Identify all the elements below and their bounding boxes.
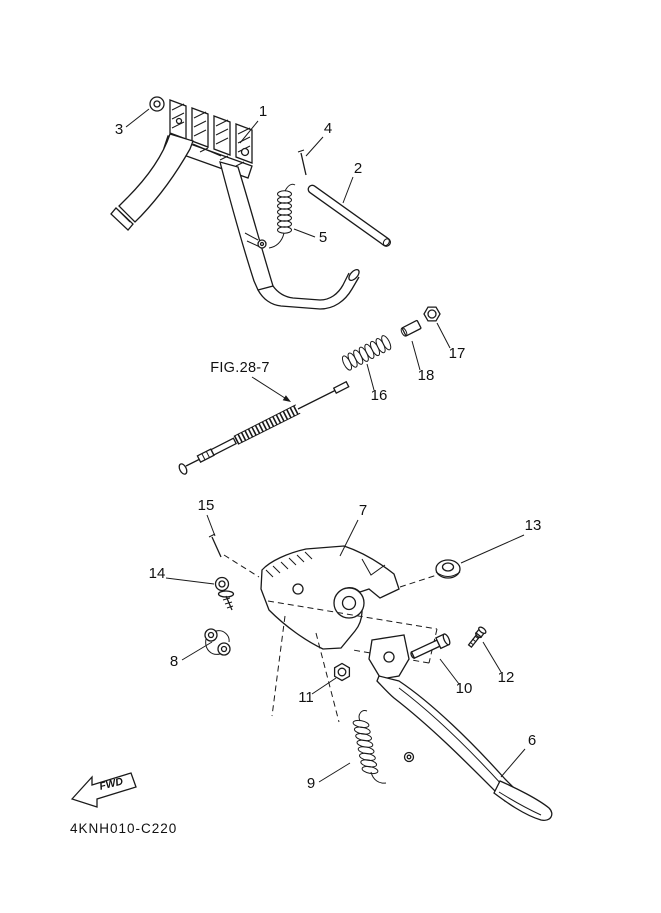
washer-part3 xyxy=(149,96,165,112)
part-label-14: 14 xyxy=(149,565,166,582)
projection-lines xyxy=(223,554,438,723)
side-stand-spring-part9 xyxy=(352,710,387,784)
cable-spring-part16 xyxy=(341,335,392,371)
part-label-12: 12 xyxy=(498,669,515,686)
part-label-4: 4 xyxy=(324,120,332,137)
screw-part12 xyxy=(467,626,487,649)
cable-coil-section xyxy=(233,404,301,445)
part-label-16: 16 xyxy=(371,387,388,404)
part-label-3: 3 xyxy=(115,121,123,138)
part-label-10: 10 xyxy=(456,680,473,697)
bolt-part14 xyxy=(214,576,235,611)
part-label-11: 11 xyxy=(298,689,314,706)
rubber-cap-part13 xyxy=(435,559,461,579)
stand-cable-assembly xyxy=(178,380,350,475)
figure-reference: FIG.28-7 xyxy=(210,360,270,376)
part-label-7: 7 xyxy=(359,502,367,519)
part-label-15: 15 xyxy=(198,497,215,514)
center-stand-right-leg xyxy=(192,143,274,291)
hook-bracket-part8 xyxy=(204,628,231,656)
center-stand-assembly xyxy=(110,96,391,310)
part-label-9: 9 xyxy=(307,775,315,792)
pivot-bolt-part10 xyxy=(410,633,451,659)
fig-ref-arrowhead xyxy=(282,395,291,402)
pivot-shaft-part2 xyxy=(307,184,391,247)
side-stand-bracket-part7 xyxy=(260,545,400,650)
part-label-5: 5 xyxy=(319,229,327,246)
cable-nut-part17 xyxy=(423,306,441,322)
leader-lines xyxy=(125,108,526,783)
spring-anchor-tab xyxy=(244,232,267,249)
drawing-code: 4KNH010-C220 xyxy=(70,821,177,836)
part-label-17: 17 xyxy=(449,345,466,362)
part-label-2: 2 xyxy=(354,160,362,177)
pin-part15 xyxy=(208,533,222,558)
center-stand-foot-lever xyxy=(257,268,360,310)
side-stand-assembly xyxy=(204,533,553,821)
fwd-arrow-icon: FWD xyxy=(70,772,137,808)
part-label-18: 18 xyxy=(418,367,435,384)
center-stand-left-leg xyxy=(110,133,194,231)
nut-part11 xyxy=(333,662,351,682)
part-label-1: 1 xyxy=(259,103,267,120)
part-label-8: 8 xyxy=(170,653,178,670)
part-callouts: 1 2 3 4 5 6 7 8 9 10 11 12 13 14 15 16 1… xyxy=(115,103,542,792)
cotter-pin-part4 xyxy=(297,149,307,176)
center-stand-spring-part5 xyxy=(268,183,296,249)
side-stand-leg-part6 xyxy=(368,634,553,821)
part-label-6: 6 xyxy=(528,732,536,749)
part-label-13: 13 xyxy=(525,517,542,534)
fwd-label: FWD xyxy=(98,775,125,793)
cable-collar-part18 xyxy=(400,319,422,337)
